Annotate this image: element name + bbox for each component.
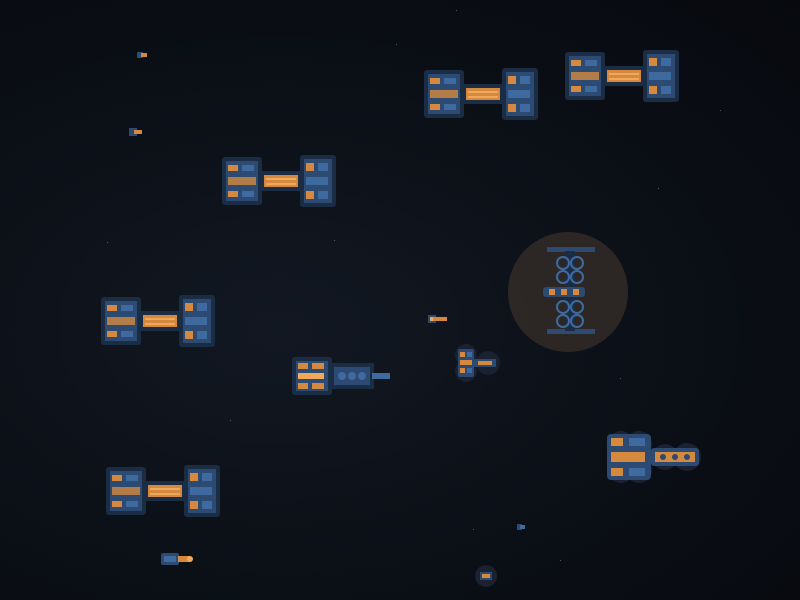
- drone-ship[interactable]: [136, 50, 148, 60]
- star: [396, 44, 397, 45]
- frigate-ship[interactable]: [290, 353, 392, 399]
- cruiser-ship[interactable]: [106, 463, 222, 519]
- star: [473, 529, 474, 530]
- pod-ship[interactable]: [454, 343, 502, 383]
- cruiser-ship[interactable]: [424, 66, 540, 122]
- fighter-ship[interactable]: [128, 126, 144, 138]
- fighter-ship[interactable]: [160, 551, 194, 567]
- star: [230, 420, 231, 421]
- star: [658, 188, 659, 189]
- star: [334, 240, 335, 241]
- fighter-ship[interactable]: [427, 312, 449, 326]
- station-ship[interactable]: [507, 231, 629, 353]
- fighter-ship[interactable]: [474, 564, 498, 588]
- star: [107, 242, 108, 243]
- drone-ship[interactable]: [516, 523, 526, 531]
- star: [456, 10, 457, 11]
- cruiser-ship[interactable]: [222, 153, 338, 209]
- cruiser-ship[interactable]: [565, 48, 681, 104]
- star: [560, 560, 561, 561]
- carrier-ship[interactable]: [603, 426, 703, 488]
- star: [620, 378, 621, 379]
- star: [720, 110, 721, 111]
- cruiser-ship[interactable]: [101, 293, 217, 349]
